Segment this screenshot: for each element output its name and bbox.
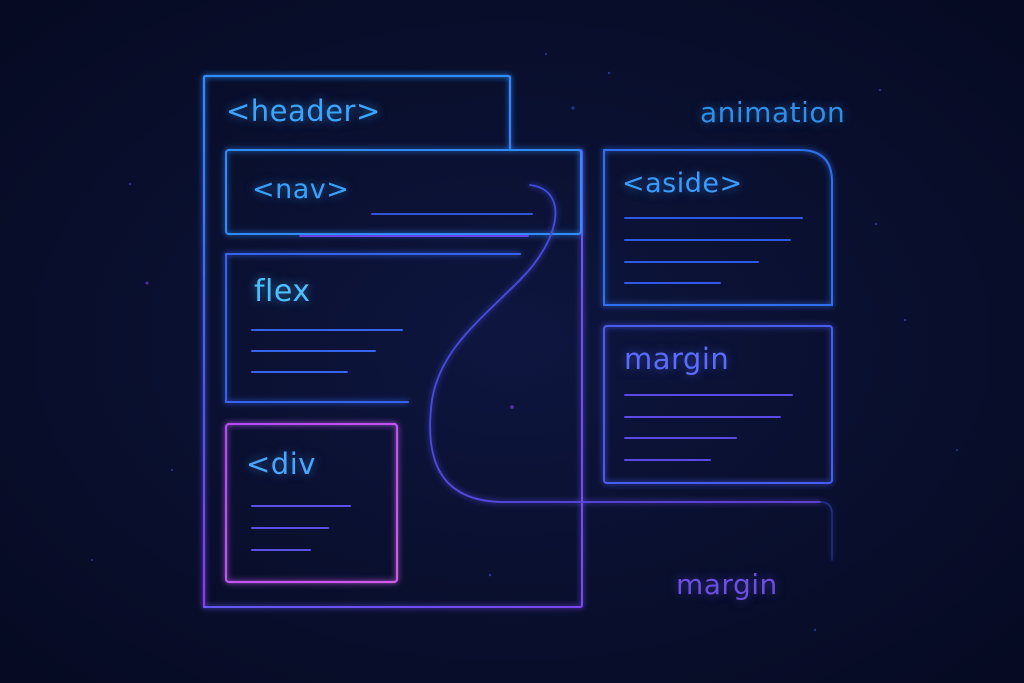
placeholder-lines [251,213,803,551]
margin-box [603,325,833,484]
flex-box [225,253,521,403]
animation-label: animation [700,96,846,129]
background-stars [90,52,959,632]
div-box [224,422,399,584]
header-frame [202,74,512,609]
margin-extension [819,501,833,561]
aside-box [603,149,833,306]
flow-curve [429,184,821,503]
aside-tag-label: <aside> [622,168,743,199]
nav-tag-label: <nav> [252,174,350,205]
main-container-frame [203,149,583,608]
margin-bottom-label: margin [676,568,778,601]
div-tag-label: <div [246,447,316,481]
flex-label: flex [254,274,311,309]
nav-box [225,149,582,235]
header-tag-label: <header> [226,94,381,128]
margin-box-label: margin [624,342,730,376]
